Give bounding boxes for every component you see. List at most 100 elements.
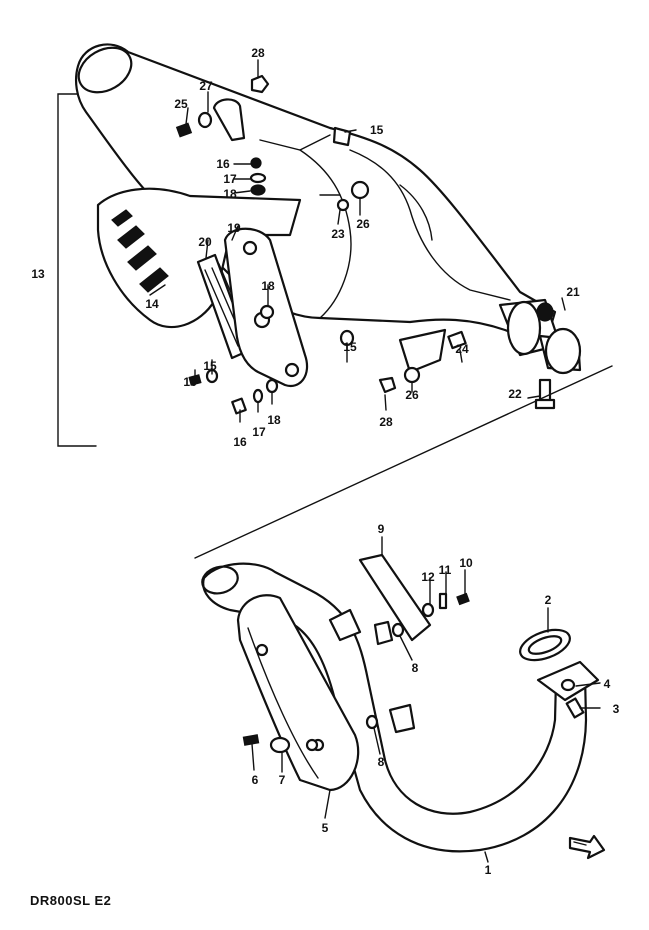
washer-17-lower — [252, 388, 264, 404]
shield-slot — [111, 209, 133, 227]
callout-15-mid: 15 — [343, 340, 357, 354]
callout-12: 12 — [421, 570, 435, 584]
shield-slot — [117, 225, 145, 249]
callout-18-lower: 18 — [267, 413, 281, 427]
callout-17-lower: 17 — [252, 425, 266, 439]
callout-28-top: 28 — [251, 46, 265, 60]
callout-15-top: 15 — [370, 123, 384, 137]
callout-14: 14 — [145, 297, 159, 311]
bolt-16-lower-b — [231, 397, 247, 415]
callout-19: 19 — [227, 221, 241, 235]
strap-9 — [358, 553, 432, 642]
callout-6: 6 — [252, 773, 259, 787]
callout-25: 25 — [174, 97, 188, 111]
heat-shield-14 — [96, 187, 302, 329]
callout-16-top: 16 — [216, 157, 230, 171]
upper-hardware — [175, 74, 556, 415]
callout-17-top: 17 — [223, 172, 237, 186]
callout-23: 23 — [331, 227, 345, 241]
bracket-hole — [284, 362, 300, 378]
shield-slot — [127, 245, 157, 271]
callout-5: 5 — [322, 821, 329, 835]
callout-26-top: 26 — [356, 217, 370, 231]
callout-18-top: 18 — [223, 187, 237, 201]
callout-28-lower: 28 — [379, 415, 393, 429]
tail-sleeve-21-end — [544, 327, 582, 375]
washer-26-lower — [403, 366, 421, 384]
bolt-16 — [250, 157, 262, 169]
pipe-inlet-ellipse — [201, 565, 239, 595]
heat-shield-body — [96, 187, 302, 329]
muffler-contour — [259, 134, 331, 151]
front-arrow-icon — [568, 834, 606, 860]
callout-4: 4 — [604, 677, 611, 691]
grommet-18 — [250, 184, 266, 196]
callout-15-left: 15 — [203, 359, 217, 373]
pipe-bracket — [388, 703, 416, 734]
bracket-hole — [242, 240, 258, 256]
callout-26-lower: 26 — [405, 388, 419, 402]
guard-hole — [255, 643, 269, 657]
tail-pipe-clamp — [536, 302, 554, 322]
model-caption: DR800SL E2 — [30, 893, 112, 908]
callout-18-mid: 18 — [261, 279, 275, 293]
callout-22: 22 — [508, 387, 522, 401]
bracket-mount — [398, 328, 447, 374]
lower-leaders — [251, 536, 601, 863]
washer-23 — [336, 198, 350, 212]
washer-12 — [421, 602, 435, 618]
nut-28-lower — [378, 376, 397, 394]
callout-21: 21 — [566, 285, 580, 299]
heat-guard-5 — [236, 594, 360, 792]
washer-26 — [350, 180, 370, 200]
callout-13: 13 — [31, 267, 45, 281]
callout-9: 9 — [378, 522, 385, 536]
callout-16-lower: 16 — [233, 435, 247, 449]
muffler-contour — [349, 149, 511, 301]
pipe-bracket — [373, 620, 394, 646]
callout-labels: 28 27 25 15 16 17 18 26 23 19 20 13 18 2… — [31, 46, 619, 877]
nut-28 — [250, 74, 270, 94]
washer-7 — [269, 736, 291, 754]
exhaust-pipe-assembly — [201, 553, 600, 853]
muffler-assembly — [57, 43, 582, 447]
muffler-body — [75, 43, 557, 348]
callout-7: 7 — [279, 773, 286, 787]
group-bracket-13 — [57, 93, 97, 447]
washer-7b — [305, 738, 319, 752]
callout-11: 11 — [439, 563, 452, 577]
callout-3: 3 — [613, 702, 620, 716]
callout-10: 10 — [459, 556, 473, 570]
washer-17 — [249, 172, 267, 184]
bolt-24 — [447, 330, 467, 350]
grommet-18-mid — [259, 304, 275, 320]
upper-leaders — [149, 59, 613, 559]
callout-8-lower: 8 — [378, 755, 385, 769]
guard-contour — [247, 627, 319, 779]
section-divider — [194, 365, 613, 559]
washer-8-upper — [391, 622, 405, 638]
grommet-18-lower — [265, 378, 279, 394]
bolt-25 — [175, 122, 193, 138]
bolt-22-head — [534, 398, 556, 410]
bolt-10 — [456, 592, 470, 606]
tail-pipe-ring — [506, 300, 542, 356]
callout-8-upper: 8 — [412, 661, 419, 675]
bolt-6 — [242, 734, 260, 746]
bracket-27 — [212, 98, 246, 142]
callout-24: 24 — [455, 342, 469, 356]
pipe-bracket — [328, 608, 362, 642]
gasket-2-inner — [527, 635, 563, 655]
callout-20: 20 — [198, 235, 212, 249]
callout-2: 2 — [545, 593, 552, 607]
muffler-end-cap — [77, 46, 133, 94]
callout-27: 27 — [199, 79, 213, 93]
clamp-15 — [332, 126, 352, 147]
muffler-contour — [399, 184, 433, 241]
spacer-11 — [438, 592, 448, 610]
muffler-contour — [299, 149, 352, 319]
callout-16-left: 16 — [183, 375, 197, 389]
washer-8-lower — [365, 714, 379, 730]
washer-27 — [197, 111, 213, 129]
